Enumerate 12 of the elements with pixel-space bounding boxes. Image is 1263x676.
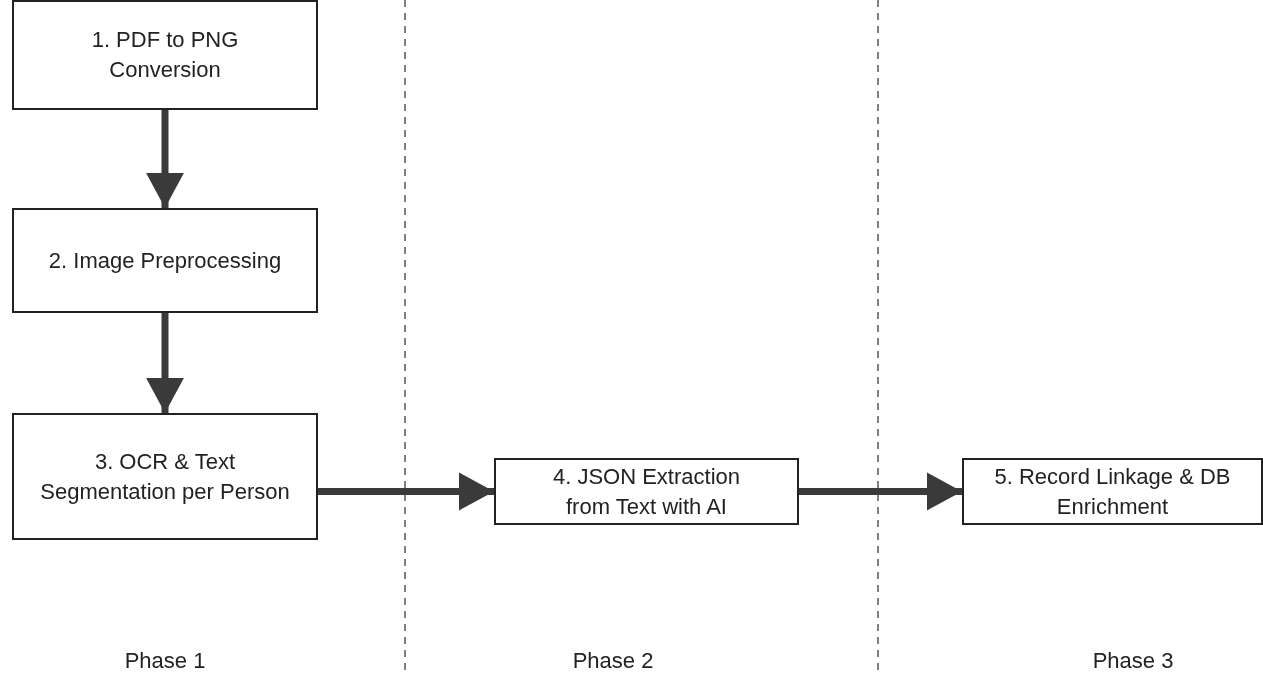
phase-label: Phase 3 [1092,648,1174,674]
arrow [146,313,184,413]
arrow [799,472,962,511]
arrow [318,472,494,511]
process-box: 3. OCR & Text Segmentation per Person [12,413,318,540]
process-box: 1. PDF to PNG Conversion [12,0,318,110]
process-box: 5. Record Linkage & DB Enrichment [962,458,1263,525]
phase-label: Phase 1 [124,648,206,674]
arrow [146,110,184,208]
process-box: 4. JSON Extraction from Text with AI [494,458,799,525]
process-box: 2. Image Preprocessing [12,208,318,313]
phase-label: Phase 2 [572,648,654,674]
